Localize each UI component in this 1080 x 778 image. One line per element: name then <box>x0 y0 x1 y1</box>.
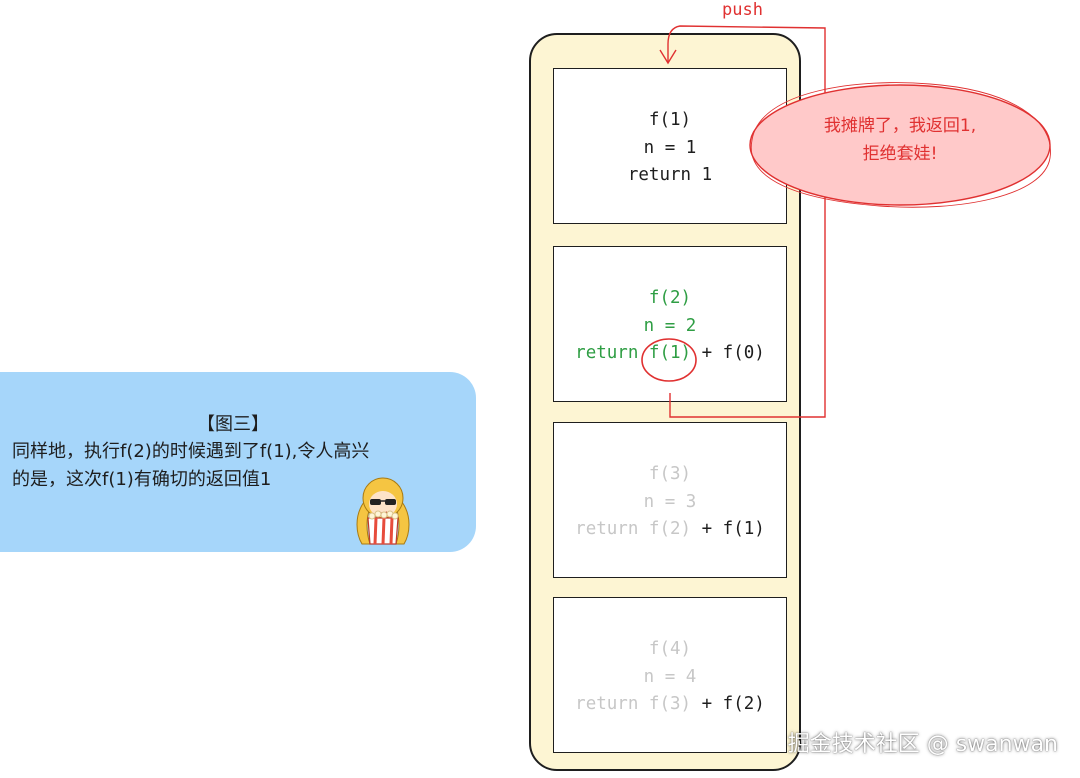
push-label: push <box>722 0 763 20</box>
note-body: 同样地，执行f(2)的时候遇到了f(1),令人高兴 的是，这次f(1)有确切的返… <box>12 438 468 494</box>
stack-frame-f3: f(3) n = 3 return f(2) + f(1) <box>553 422 787 578</box>
frame-f4-call: f(4) <box>648 639 692 659</box>
note-card: 【图三】 同样地，执行f(2)的时候遇到了f(1),令人高兴 的是，这次f(1)… <box>0 372 476 552</box>
frame-f2-return: return f(1) + f(0) <box>575 343 765 363</box>
frame-f3-return: return f(2) + f(1) <box>575 519 765 539</box>
speech-bubble-outline <box>750 82 1051 208</box>
frame-f2-call: f(2) <box>648 288 692 308</box>
speech-bubble-line-1: 我摊牌了，我返回1, <box>823 116 977 136</box>
frame-f3-call: f(3) <box>648 464 692 484</box>
stack-frame-f1: f(1) n = 1 return 1 <box>553 68 787 224</box>
frame-f2-n: n = 2 <box>643 315 697 336</box>
call-stack: f(1) n = 1 return 1 f(2) n = 2 return f(1) +… <box>529 33 801 771</box>
note-line-1: 同样地，执行f(2)的时候遇到了f(1),令人高兴 <box>12 441 370 462</box>
frame-f4-text: f(4) n = 4 return f(3) + f(2) <box>544 636 796 719</box>
frame-f1-call: f(1) <box>648 110 692 130</box>
speech-bubble-text: 我摊牌了，我返回1, 拒绝套娃! <box>760 112 1040 168</box>
frame-f2-circled-call: f(1) <box>648 343 692 363</box>
push-arrow-head-icon <box>659 49 677 65</box>
frame-f1-return: return 1 <box>627 165 713 185</box>
note-title: 【图三】 <box>197 414 269 435</box>
frame-f4-return: return f(3) + f(2) <box>575 694 765 714</box>
circle-highlight <box>641 338 697 382</box>
frame-f4-n: n = 4 <box>643 666 697 687</box>
frame-f1-n: n = 1 <box>643 137 697 158</box>
stack-frame-f4: f(4) n = 4 return f(3) + f(2) <box>553 597 787 753</box>
push-arrow-path <box>667 25 826 418</box>
frame-f1-text: f(1) n = 1 return 1 <box>544 107 796 190</box>
frame-f2-text: f(2) n = 2 return f(1) + f(0) <box>544 285 796 368</box>
anime-girl-popcorn-sticker-icon <box>356 477 410 545</box>
frame-f3-n: n = 3 <box>643 491 697 512</box>
frame-f3-text: f(3) n = 3 return f(2) + f(1) <box>544 461 796 544</box>
stack-frame-f2: f(2) n = 2 return f(1) + f(0) <box>553 246 787 402</box>
note-line-2: 的是，这次f(1)有确切的返回值1 <box>12 469 272 490</box>
speech-bubble-line-2: 拒绝套娃! <box>862 144 938 164</box>
watermark: 掘金技术社区 @ swanwan <box>787 732 1058 757</box>
